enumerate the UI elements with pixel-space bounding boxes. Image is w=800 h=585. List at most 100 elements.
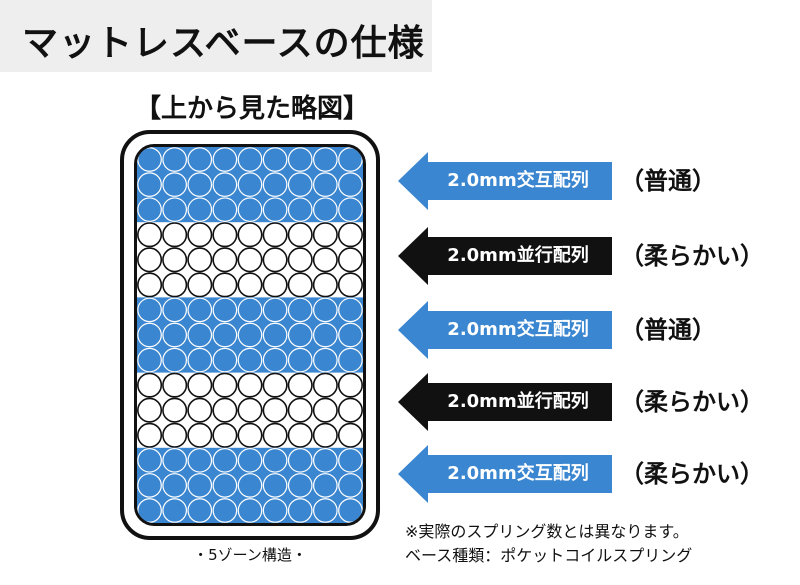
spring-coil [187, 347, 213, 373]
spring-coil [187, 222, 213, 248]
spring-coil [237, 372, 263, 398]
left-arrow-icon [398, 445, 612, 503]
spring-coil [137, 322, 162, 348]
spring-coil [262, 498, 288, 523]
spring-coil [237, 247, 263, 273]
spring-coil [137, 272, 163, 298]
spring-coil [137, 447, 162, 473]
spring-coil [313, 347, 338, 373]
spring-coil [137, 473, 162, 498]
spring-coil [212, 322, 238, 348]
left-arrow-icon [398, 373, 612, 431]
spring-coil [313, 147, 338, 172]
spring-coil [187, 473, 213, 498]
spring-coil [262, 422, 288, 448]
spring-arrangement-label: 2.0mm並行配列 [447, 391, 589, 412]
firmness-label: （普通） [620, 167, 716, 195]
title-bar: マットレスベースの仕様 [0, 0, 432, 72]
spring-coil [187, 322, 213, 348]
spring-coil [262, 197, 288, 222]
spring-coil [262, 272, 288, 298]
spring-coil [162, 272, 188, 298]
spring-coil [262, 372, 288, 398]
spring-coil [162, 222, 188, 248]
spring-coil [237, 397, 263, 423]
spring-coil [187, 372, 213, 398]
spring-coil [237, 147, 263, 172]
spring-arrangement-label: 2.0mm交互配列 [447, 170, 589, 191]
spring-coil [212, 473, 238, 498]
spring-coil [237, 172, 263, 197]
spring-coil [287, 447, 313, 473]
spring-coil [137, 297, 162, 323]
spring-coil [162, 197, 187, 222]
spring-coil [338, 498, 363, 523]
spring-coil [212, 147, 238, 172]
firmness-label: （柔らかい） [620, 388, 764, 416]
spring-coil [338, 197, 363, 222]
spring-coil [337, 422, 363, 448]
spring-coil [162, 447, 187, 473]
page-title: マットレスベースの仕様 [22, 23, 425, 64]
spring-coil [137, 247, 163, 273]
spring-coil [262, 247, 288, 273]
base-type-note: ベース種類：ポケットコイルスプリング [405, 546, 693, 565]
spring-coil [212, 297, 238, 323]
diagram-subtitle: 【上から見た略図】 [134, 94, 369, 124]
spring-coil [212, 447, 238, 473]
spring-coil [312, 222, 338, 248]
zone-row: 2.0mm交互配列 （普通） [398, 152, 798, 210]
spring-coil [287, 272, 313, 298]
spring-coil [262, 347, 288, 373]
spring-coil [337, 397, 363, 423]
spring-coil [313, 447, 338, 473]
spring-coil [287, 473, 313, 498]
spring-coil [312, 372, 338, 398]
spring-coil [212, 422, 238, 448]
spring-coil [287, 372, 313, 398]
spring-coil [313, 297, 338, 323]
spring-coil [338, 447, 363, 473]
spring-coil [312, 397, 338, 423]
spring-coil [187, 197, 213, 222]
spring-coil [262, 147, 288, 172]
spring-coil [212, 372, 238, 398]
spring-coil [137, 372, 163, 398]
spring-coil [187, 147, 213, 172]
spring-coil [313, 172, 338, 197]
mattress-inner-frame [134, 144, 366, 526]
spring-coil [187, 397, 213, 423]
zone-row: 2.0mm交互配列 （柔らかい） [398, 445, 798, 503]
firmness-label: （普通） [620, 316, 716, 344]
spring-coil [262, 322, 288, 348]
firmness-label: （柔らかい） [620, 242, 764, 270]
spring-coil [212, 498, 238, 523]
spring-coil [262, 447, 288, 473]
spring-coil [137, 397, 163, 423]
spring-coil [313, 197, 338, 222]
spring-coil [137, 172, 162, 197]
spring-coil [312, 272, 338, 298]
spring-coil [237, 473, 263, 498]
spring-coil [162, 498, 187, 523]
spring-arrangement-label: 2.0mm交互配列 [447, 319, 589, 340]
spring-coil [137, 498, 162, 523]
spring-coil [162, 372, 188, 398]
mattress-outline [120, 130, 380, 540]
spring-coil [338, 297, 363, 323]
spring-coil [162, 247, 188, 273]
spring-coil [287, 347, 313, 373]
spring-coil [162, 473, 187, 498]
spring-coil [162, 147, 187, 172]
structure-caption: ・5ゾーン構造・ [193, 546, 307, 564]
spring-layout-diagram [137, 147, 363, 523]
spring-coil [162, 172, 187, 197]
firmness-label: （柔らかい） [620, 460, 764, 488]
spring-coil [237, 197, 263, 222]
spring-coil [287, 147, 313, 172]
spring-coil [287, 247, 313, 273]
spring-coil [337, 272, 363, 298]
spring-coil [212, 272, 238, 298]
spring-coil [137, 222, 163, 248]
spring-coil [287, 498, 313, 523]
